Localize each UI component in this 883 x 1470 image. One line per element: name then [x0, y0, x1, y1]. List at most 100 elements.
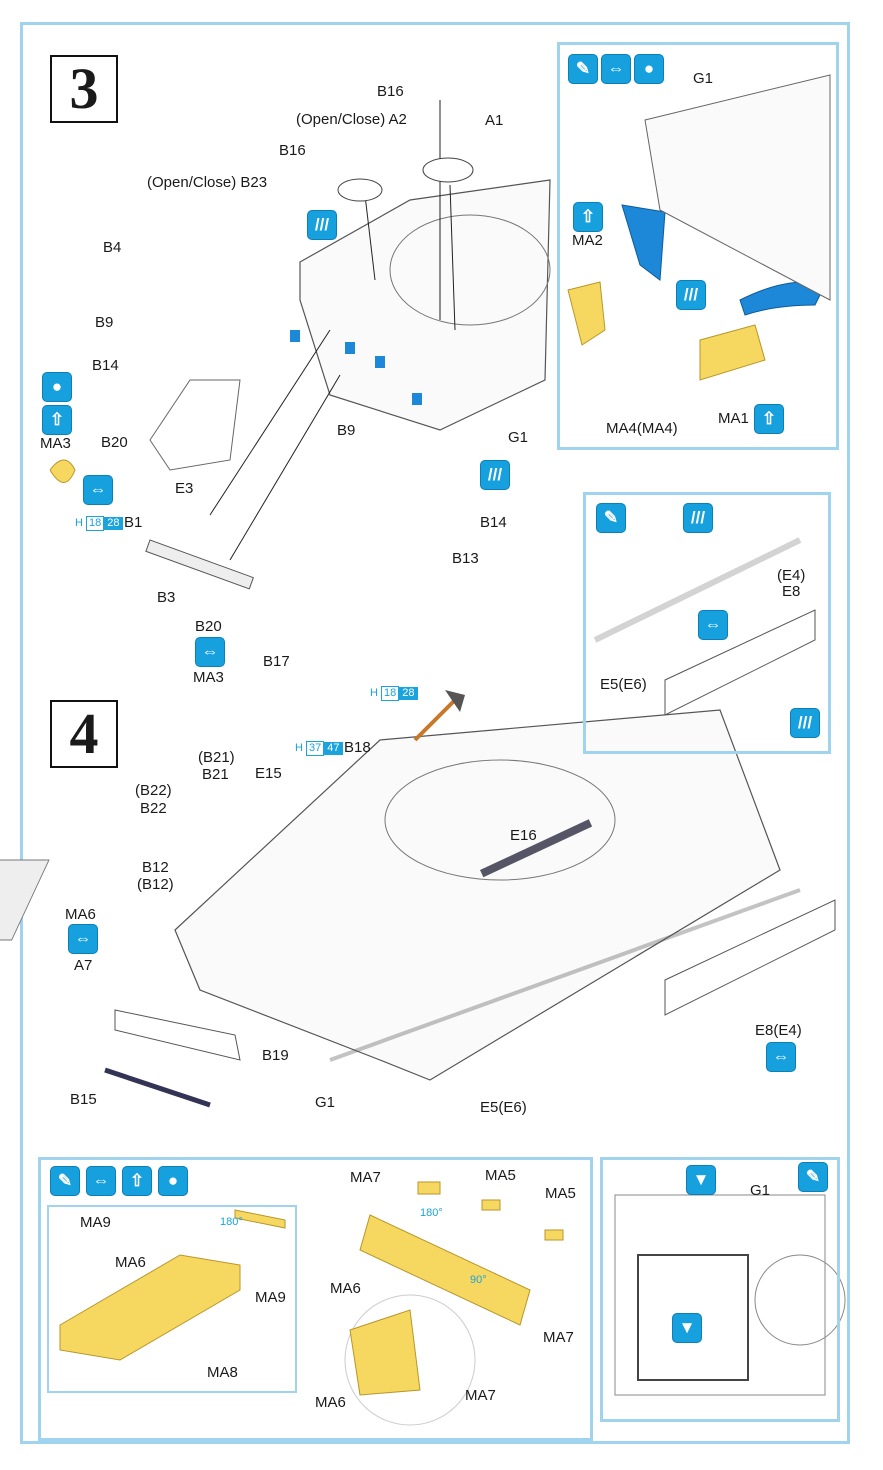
- inset-label-g1: G1: [693, 70, 714, 87]
- label-a2: (Open/Close) A2: [296, 111, 407, 128]
- label-b13: B13: [452, 550, 479, 567]
- label-g1: G1: [508, 429, 529, 446]
- cut-icon: ///: [480, 460, 510, 490]
- label-e15: E15: [255, 765, 282, 782]
- flip-icon: ⇔: [83, 475, 113, 505]
- label-b21-paren: (B21): [198, 749, 235, 766]
- detail-panel-hatch: [557, 42, 839, 450]
- flip-icon: ⇔: [195, 637, 225, 667]
- hull-step3: [299, 179, 551, 431]
- label-ma3-left: MA3: [40, 435, 71, 452]
- turret-ring-step3: [389, 214, 551, 326]
- turn-over-icon: ⇧: [42, 405, 72, 435]
- flip-icon: ⇔: [698, 610, 728, 640]
- paint-color-2: 28: [104, 517, 123, 530]
- bm-label-ma7a: MA7: [350, 1169, 381, 1186]
- paint-prefix: H: [75, 517, 83, 529]
- label-ma6: MA6: [65, 906, 96, 923]
- cut-icon: ///: [676, 280, 706, 310]
- cement-drop-icon: ●: [42, 372, 72, 402]
- part-ma2-yellow: [567, 281, 606, 346]
- br-label-g1: G1: [750, 1182, 771, 1199]
- box-ma6-mid: [359, 1214, 531, 1326]
- label-b9-right: B9: [337, 422, 356, 439]
- label-e5-e6: E5(E6): [480, 1099, 527, 1116]
- inset-label-ma2: MA2: [572, 232, 603, 249]
- cement-drop-icon: ●: [158, 1166, 188, 1196]
- cement-drop-icon: ●: [634, 54, 664, 84]
- fender-e8e4: [664, 899, 836, 1016]
- label-b21: B21: [202, 766, 229, 783]
- engine-grille: [0, 859, 50, 941]
- bl-label-ma9a: MA9: [80, 1214, 111, 1231]
- label-b14-right: B14: [480, 514, 507, 531]
- paint-color-2: 28: [399, 687, 418, 700]
- label-b14: B14: [92, 357, 119, 374]
- inset2-label-e5: E5(E6): [600, 676, 647, 693]
- hull-step4: [174, 709, 781, 1081]
- bm-angle-90: 90°: [470, 1274, 487, 1286]
- bm-label-ma7c: MA7: [465, 1387, 496, 1404]
- flip-icon: ⇔: [86, 1166, 116, 1196]
- inset-label-ma1: MA1: [718, 410, 749, 427]
- label-b1: B1: [124, 514, 143, 531]
- flip-icon: ⇔: [766, 1042, 796, 1072]
- label-b22-paren: (B22): [135, 782, 172, 799]
- page-frame: [20, 22, 850, 1444]
- bl-label-ma8: MA8: [207, 1364, 238, 1381]
- flip-icon: ⇔: [68, 924, 98, 954]
- label-e8-e4: E8(E4): [755, 1022, 802, 1039]
- label-a7: A7: [74, 957, 93, 974]
- drill-icon: ▼: [672, 1313, 702, 1343]
- cut-icon: ///: [683, 503, 713, 533]
- label-b20-low: B20: [195, 618, 222, 635]
- flip-icon: ⇔: [601, 54, 631, 84]
- cut-icon: ///: [790, 708, 820, 738]
- bm-label-ma6a: MA6: [330, 1280, 361, 1297]
- label-b19: B19: [262, 1047, 289, 1064]
- cut-icon: ///: [307, 210, 337, 240]
- detail-panel-drill: [600, 1157, 840, 1422]
- paint-color-2: 47: [324, 742, 343, 755]
- detail-panel-stowage-box: [38, 1157, 593, 1441]
- label-b16: B16: [279, 142, 306, 159]
- glue-icon: ✎: [568, 54, 598, 84]
- part-ma2-blue: [621, 204, 666, 281]
- fender-e8: [664, 609, 816, 716]
- label-e16: E16: [510, 827, 537, 844]
- label-b22: B22: [140, 800, 167, 817]
- part-a7: [114, 1009, 241, 1061]
- paint-prefix: H: [370, 687, 378, 699]
- label-a1: A1: [485, 112, 504, 129]
- label-ma3-low: MA3: [193, 669, 224, 686]
- label-b4: B4: [103, 239, 122, 256]
- label-b12: B12: [142, 859, 169, 876]
- paint-color-1: 18: [381, 686, 400, 701]
- paint-prefix: H: [295, 742, 303, 754]
- fender-e3: [149, 379, 241, 471]
- glue-icon: ✎: [798, 1162, 828, 1192]
- label-e3: E3: [175, 480, 194, 497]
- label-b9: B9: [95, 314, 114, 331]
- hatch-opening: [637, 1254, 749, 1381]
- part-b3: [145, 539, 255, 590]
- label-b12-paren: (B12): [137, 876, 174, 893]
- bm-label-ma7b: MA7: [543, 1329, 574, 1346]
- turn-over-icon: ⇧: [573, 202, 603, 232]
- label-g1-step4: G1: [315, 1094, 336, 1111]
- bl-angle: 180°: [220, 1216, 243, 1228]
- inset2-label-e8: E8: [782, 583, 801, 600]
- inset2-label-e4: (E4): [777, 567, 806, 584]
- label-b16-top: B16: [377, 83, 404, 100]
- detail-panel-fender: [583, 492, 831, 754]
- inset-label-ma4: MA4(MA4): [606, 420, 678, 437]
- bm-label-ma5a: MA5: [485, 1167, 516, 1184]
- drill-icon: ▼: [686, 1165, 716, 1195]
- bl-label-ma9b: MA9: [255, 1289, 286, 1306]
- bm-label-ma6b: MA6: [315, 1394, 346, 1411]
- step-4-number: 4: [50, 700, 118, 768]
- bm-label-ma5b: MA5: [545, 1185, 576, 1202]
